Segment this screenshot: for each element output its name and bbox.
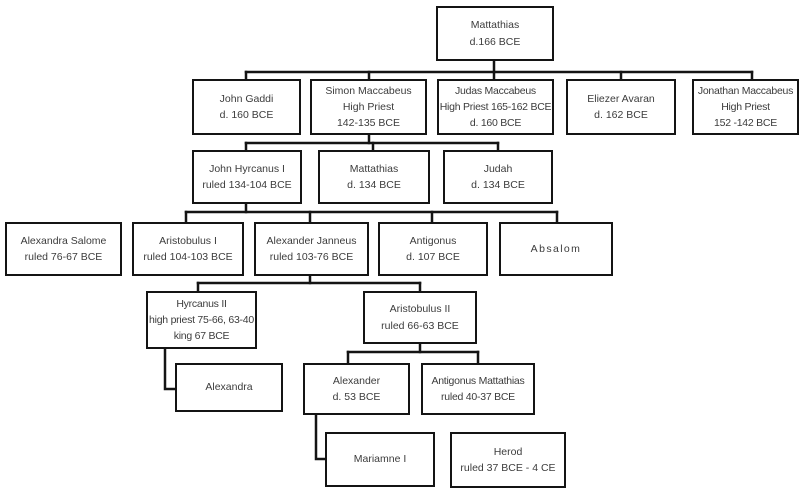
node-antigonus-mattathias-line-2: ruled 40-37 BCE [441, 391, 515, 403]
node-antigonus-line-2: d. 107 BCE [406, 251, 460, 263]
node-eliezer-avaran-line-2: d. 162 BCE [594, 109, 648, 121]
node-judas-maccabeus-line-3: d. 160 BCE [469, 117, 522, 130]
node-aristobulus-i[interactable]: Aristobulus I ruled 104-103 BCE [132, 222, 244, 276]
node-antigonus[interactable]: Antigonus d. 107 BCE [378, 222, 488, 276]
node-john-hyrcanus-i-line-1: John Hyrcanus I [209, 162, 285, 175]
node-absalom[interactable]: Absalom [499, 222, 613, 276]
node-john-gaddi-line-2: d. 160 BCE [219, 109, 274, 121]
node-antigonus-line-1: Antigonus [409, 234, 457, 247]
node-mariamne-i-line-1: Mariamne I [353, 453, 407, 466]
node-alexander-janneus-line-1: Alexander Janneus [266, 234, 357, 247]
node-judah[interactable]: Judah d. 134 BCE [443, 150, 553, 204]
node-alexander-line-1: Alexander [332, 374, 381, 387]
node-mattathias[interactable]: Mattathias d.166 BCE [436, 6, 554, 61]
node-jonathan-maccabeus-line-3: 152 -142 BCE [714, 117, 777, 130]
node-judah-line-2: d. 134 BCE [471, 179, 525, 191]
node-hyrcanus-ii-line-1: Hyrcanus II [176, 297, 227, 310]
node-herod[interactable]: Herod ruled 37 BCE - 4 CE [450, 432, 566, 488]
node-hyrcanus-ii-line-3: king 67 BCE [173, 330, 230, 343]
node-jonathan-maccabeus-line-2: High Priest [721, 100, 770, 113]
node-eliezer-avaran[interactable]: Eliezer Avaran d. 162 BCE [566, 79, 676, 135]
node-aristobulus-ii[interactable]: Aristobulus II ruled 66-63 BCE [363, 291, 477, 344]
node-antigonus-mattathias[interactable]: Antigonus Mattathias ruled 40-37 BCE [421, 363, 535, 415]
node-alexander[interactable]: Alexander d. 53 BCE [303, 363, 410, 415]
node-alexander-janneus-line-2: ruled 103-76 BCE [269, 251, 354, 263]
node-alexander-janneus[interactable]: Alexander Janneus ruled 103-76 BCE [254, 222, 369, 276]
node-john-hyrcanus-i[interactable]: John Hyrcanus I ruled 134-104 BCE [192, 150, 302, 204]
node-mariamne-i[interactable]: Mariamne I [325, 432, 435, 487]
node-mattathias-2-line-1: Mattathias [349, 162, 399, 175]
node-john-gaddi-line-1: John Gaddi [219, 92, 274, 105]
node-aristobulus-i-line-2: ruled 104-103 BCE [143, 251, 233, 263]
node-antigonus-mattathias-line-1: Antigonus Mattathias [431, 374, 525, 387]
node-mattathias-line-1: Mattathias [470, 19, 520, 32]
node-alexandra-line-1: Alexandra [205, 381, 253, 394]
node-hyrcanus-ii-line-2: high priest 75-66, 63-40 [149, 313, 254, 326]
node-judas-maccabeus-line-1: Judas Maccabeus [455, 84, 536, 97]
node-alexandra-salome-line-1: Alexandra Salome [20, 234, 107, 247]
node-mattathias-2-line-2: d. 134 BCE [347, 179, 401, 191]
node-aristobulus-ii-line-2: ruled 66-63 BCE [381, 319, 459, 332]
node-absalom-line-1: Absalom [530, 242, 582, 255]
node-simon-maccabeus-line-1: Simon Maccabeus [325, 84, 412, 97]
node-herod-line-1: Herod [493, 445, 523, 458]
node-mattathias-2[interactable]: Mattathias d. 134 BCE [318, 150, 430, 204]
node-aristobulus-i-line-1: Aristobulus I [159, 234, 217, 247]
node-simon-maccabeus-line-2: High Priest [342, 100, 395, 113]
node-mattathias-line-2: d.166 BCE [469, 35, 521, 48]
node-john-gaddi[interactable]: John Gaddi d. 160 BCE [192, 79, 301, 135]
node-alexandra-salome-line-2: ruled 76-67 BCE [24, 251, 103, 263]
node-aristobulus-ii-line-1: Aristobulus II [389, 303, 451, 316]
node-herod-line-2: ruled 37 BCE - 4 CE [460, 462, 556, 474]
node-eliezer-avaran-line-1: Eliezer Avaran [587, 92, 655, 105]
node-simon-maccabeus-line-3: 142-135 BCE [336, 117, 401, 130]
node-hyrcanus-ii[interactable]: Hyrcanus II high priest 75-66, 63-40 king … [146, 291, 257, 349]
node-alexandra-salome[interactable]: Alexandra Salome ruled 76-67 BCE [5, 222, 122, 276]
node-alexandra[interactable]: Alexandra [175, 363, 283, 412]
edge-alexander-to-mariamne [314, 413, 327, 461]
node-john-hyrcanus-i-line-2: ruled 134-104 BCE [202, 179, 292, 191]
node-judah-line-1: Judah [483, 162, 513, 175]
node-jonathan-maccabeus-line-1: Jonathan Maccabeus [697, 84, 794, 97]
node-alexander-line-2: d. 53 BCE [332, 391, 381, 403]
edge-hyrcanus-to-alexandra [163, 347, 177, 391]
node-judas-maccabeus-line-2: High Priest 165-162 BCE [439, 100, 552, 113]
